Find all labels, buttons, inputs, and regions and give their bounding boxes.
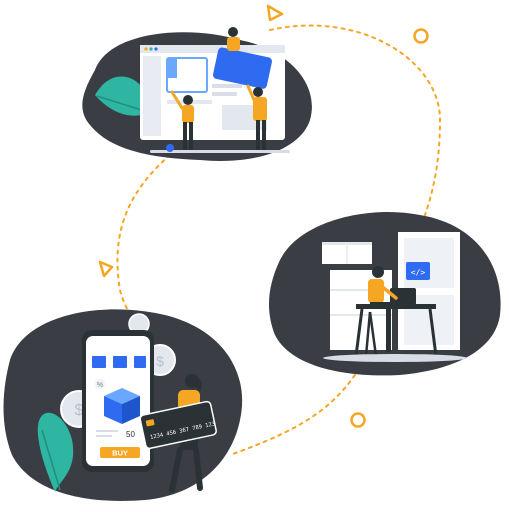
buy-button[interactable] bbox=[100, 447, 140, 458]
person-designer-right bbox=[246, 84, 267, 150]
online-shopping-scene: $ $ % 50 BUY bbox=[3, 309, 243, 501]
product-box-icon bbox=[104, 388, 140, 424]
person-designer-left bbox=[170, 90, 194, 150]
website-design-scene bbox=[82, 27, 312, 161]
code-symbol: </> bbox=[411, 268, 426, 277]
leaf-icon bbox=[95, 76, 150, 116]
developer-desk-scene: </> bbox=[268, 212, 501, 376]
svg-text:%: % bbox=[97, 382, 103, 389]
triangle-outline-icon bbox=[98, 260, 114, 278]
floor-shadow bbox=[323, 354, 467, 362]
laptop-icon bbox=[382, 288, 420, 306]
triangle-outline-icon bbox=[266, 4, 284, 22]
circle-outline-icon bbox=[350, 412, 366, 428]
svg-text:$: $ bbox=[75, 402, 84, 419]
credit-card-icon: 1234 456 367 789 123 bbox=[139, 400, 217, 450]
svg-text:$: $ bbox=[156, 353, 164, 369]
person-developer bbox=[368, 266, 398, 352]
code-screen bbox=[406, 262, 430, 280]
person-holding-card bbox=[227, 27, 240, 51]
leaf-icon bbox=[37, 412, 74, 492]
buy-button-label: BUY bbox=[112, 449, 128, 458]
dotted-connector-path bbox=[116, 24, 442, 456]
layout-card bbox=[213, 47, 272, 89]
product-price: 50 bbox=[126, 430, 135, 439]
desk bbox=[356, 304, 436, 309]
percent-icon: % bbox=[95, 379, 105, 389]
circle-outline-icon bbox=[413, 28, 429, 44]
